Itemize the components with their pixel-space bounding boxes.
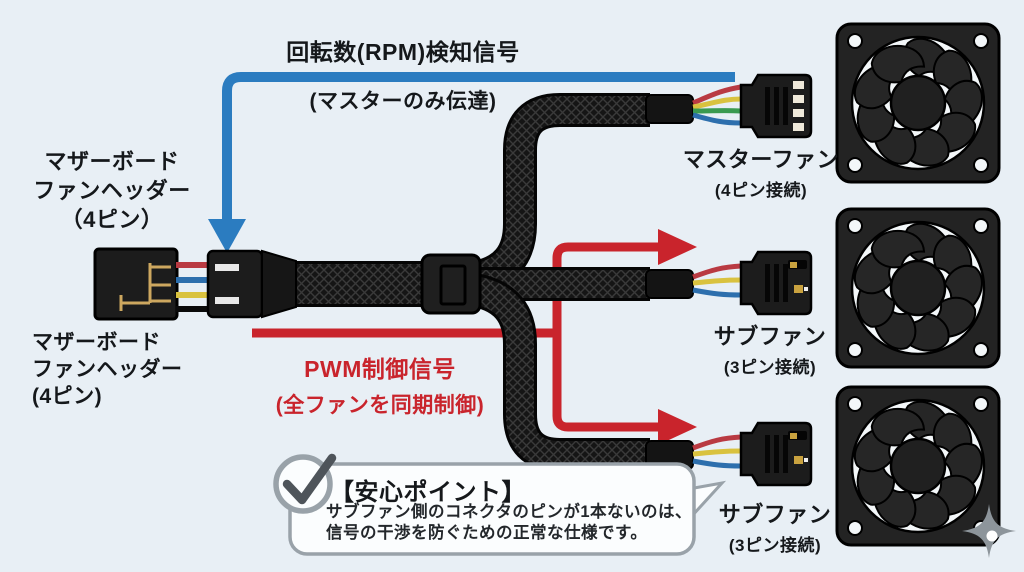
mb-label-line: マザーボード — [44, 149, 180, 174]
callout-body-line: 信号の干渉を防ぐための正常な仕様です。 — [326, 524, 648, 542]
callout-body: サブファン側のコネクタのピンが1本ないのは、 信号の干渉を防ぐための正常な仕様で… — [326, 502, 692, 544]
master-fan-label: マスターファン (4ピン接続) — [676, 142, 846, 201]
fan-connection: (3ピン接続) — [728, 536, 822, 555]
sub-fan-1-illustration — [837, 209, 999, 367]
sparkle-icon — [962, 504, 1016, 558]
rpm-signal-path — [208, 72, 735, 253]
splitter-cables — [270, 93, 650, 472]
header-pins-icon — [119, 263, 171, 311]
sub-fan-1-connector — [645, 252, 811, 314]
motherboard-plug — [206, 249, 264, 319]
sub-fan-2-label: サブファン (3ピン接続) — [700, 497, 850, 556]
fan-name: サブファン — [713, 324, 827, 349]
callout-title: 【安心ポイント】 — [330, 479, 526, 506]
rpm-arrowhead-down-icon — [208, 219, 246, 253]
mb-label-line: (4ピン) — [32, 385, 103, 408]
motherboard-header — [93, 247, 297, 321]
splitter-block — [420, 253, 482, 315]
pwm-signal-subtitle: (全ファンを同期制御) — [275, 394, 485, 417]
pwm-arrowhead-right-icon — [658, 409, 697, 445]
pwm-signal-label: PWM制御信号 (全ファンを同期制御) — [250, 350, 510, 419]
fan-name: サブファン — [718, 502, 832, 527]
pwm-signal-title: PWM制御信号 — [304, 356, 456, 382]
fan-name: マスターファン — [682, 147, 840, 172]
pwm-signal-path — [252, 229, 697, 445]
rpm-signal-title: 回転数(RPM)検知信号 — [286, 39, 520, 65]
callout-body-line: サブファン側のコネクタのピンが1本ないのは、 — [326, 503, 693, 521]
master-fan-illustration — [837, 24, 999, 182]
rpm-signal-subtitle: (マスターのみ伝達) — [309, 90, 497, 113]
check-circle — [273, 454, 333, 514]
fan-connection: (3ピン接続) — [723, 358, 817, 377]
motherboard-header-label-top: マザーボード ファンヘッダー （4ピン） — [10, 147, 214, 234]
sub-fan-2-illustration — [837, 387, 999, 545]
mb-label-line: マザーボード — [32, 331, 161, 354]
mb-label-line: ファンヘッダー — [32, 358, 183, 381]
fan-connection: (4ピン接続) — [714, 181, 808, 200]
sub-fan-2-connector — [645, 423, 811, 485]
mb-label-line: ファンヘッダー — [33, 178, 191, 203]
callout-bubble — [273, 453, 727, 556]
sub-fan-1-label: サブファン (3ピン接続) — [695, 319, 845, 378]
pwm-arrowhead-right-icon — [658, 229, 697, 265]
motherboard-header-label-bottom: マザーボード ファンヘッダー (4ピン) — [32, 329, 183, 410]
master-fan-connector — [645, 75, 811, 137]
mb-label-line: （4ピン） — [60, 207, 164, 232]
check-icon — [282, 453, 337, 505]
